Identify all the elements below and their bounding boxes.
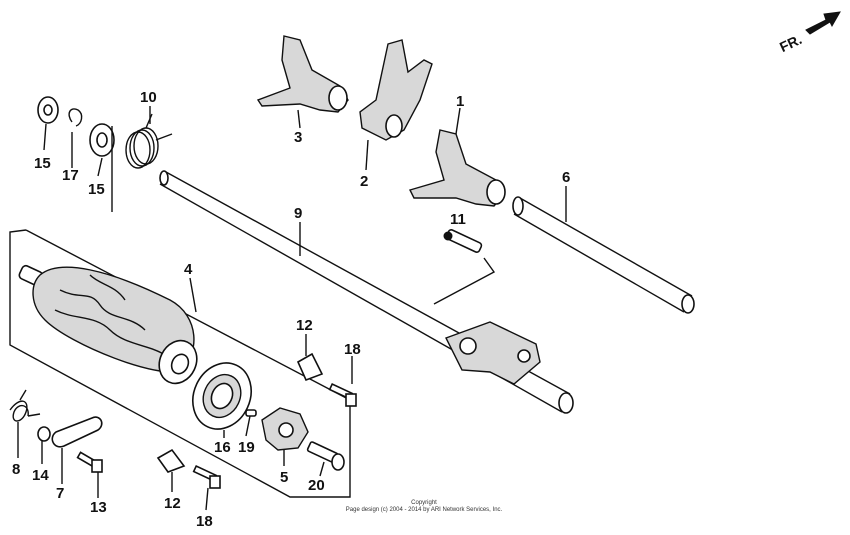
leader-1 <box>455 107 461 135</box>
callout-20: 20 <box>308 477 325 494</box>
callout-13: 13 <box>90 499 107 516</box>
callout-14: 14 <box>32 467 49 484</box>
leader-18b <box>205 487 209 511</box>
bolt-lower <box>192 464 221 489</box>
shift-arm-pin <box>517 349 531 363</box>
socket-bolt <box>306 441 345 471</box>
callout-5: 5 <box>280 469 288 486</box>
callout-6: 6 <box>562 169 570 186</box>
guide-pin <box>443 229 483 253</box>
bolt-stopper <box>76 451 103 473</box>
bracket-top-line <box>25 229 351 401</box>
shift-drum <box>18 264 198 385</box>
callout-4: 4 <box>184 261 193 278</box>
leader-15b <box>97 157 103 177</box>
callout-19: 19 <box>238 439 255 456</box>
callout-8: 8 <box>12 461 20 478</box>
front-orientation: FR. <box>777 11 841 55</box>
washer-left-hole <box>43 104 53 116</box>
callout-12a: 12 <box>296 317 313 334</box>
pin <box>245 409 257 417</box>
leader-3 <box>297 109 301 129</box>
callout-12b: 12 <box>164 495 181 512</box>
leader-4 <box>189 277 197 313</box>
clip <box>68 108 83 127</box>
callout-11: 11 <box>450 211 466 228</box>
washer-small <box>37 426 51 442</box>
callout-18b: 18 <box>196 513 213 530</box>
bolt-upper <box>328 382 357 407</box>
callout-15b: 15 <box>88 181 105 198</box>
stopper-arm <box>51 416 103 448</box>
callout-17: 17 <box>62 167 79 184</box>
copyright-notice: Page design (c) 2004 - 2014 by ARI Netwo… <box>346 507 503 513</box>
washer-right-hole <box>96 132 108 148</box>
bearing <box>192 362 252 430</box>
stopper-spring <box>9 389 41 422</box>
shift-fork-2 <box>359 39 433 141</box>
drum-spring <box>125 113 173 169</box>
shift-fork-2-bore <box>385 114 403 138</box>
copyright-title: Copyright <box>411 500 437 506</box>
callout-10: 10 <box>140 89 157 106</box>
callout-18a: 18 <box>344 341 361 358</box>
leader-15a <box>43 123 47 151</box>
shift-fork-1 <box>408 129 505 207</box>
callout-15a: 15 <box>34 155 51 172</box>
callout-1: 1 <box>456 93 464 110</box>
shift-fork-3 <box>256 35 349 113</box>
callout-16: 16 <box>214 439 231 456</box>
plate-upper <box>296 352 324 382</box>
leader-19 <box>245 415 251 437</box>
callout-3: 3 <box>294 129 302 146</box>
shift-fork-3-bore <box>328 85 348 111</box>
assembly-bracket <box>9 229 351 498</box>
shift-arm-boss <box>459 337 477 355</box>
shift-fork-1-bore <box>486 179 506 205</box>
callout-7: 7 <box>56 485 64 502</box>
leader-guide-pin <box>433 257 496 305</box>
drum-center <box>261 407 309 451</box>
plate-lower <box>156 448 186 473</box>
front-label: FR. <box>777 31 804 55</box>
arrow-right-icon <box>805 11 841 35</box>
leader-2 <box>365 139 369 171</box>
fork-shaft-short <box>512 196 695 314</box>
leader-20 <box>319 461 325 477</box>
callout-2: 2 <box>360 173 368 190</box>
callout-9: 9 <box>294 205 302 222</box>
